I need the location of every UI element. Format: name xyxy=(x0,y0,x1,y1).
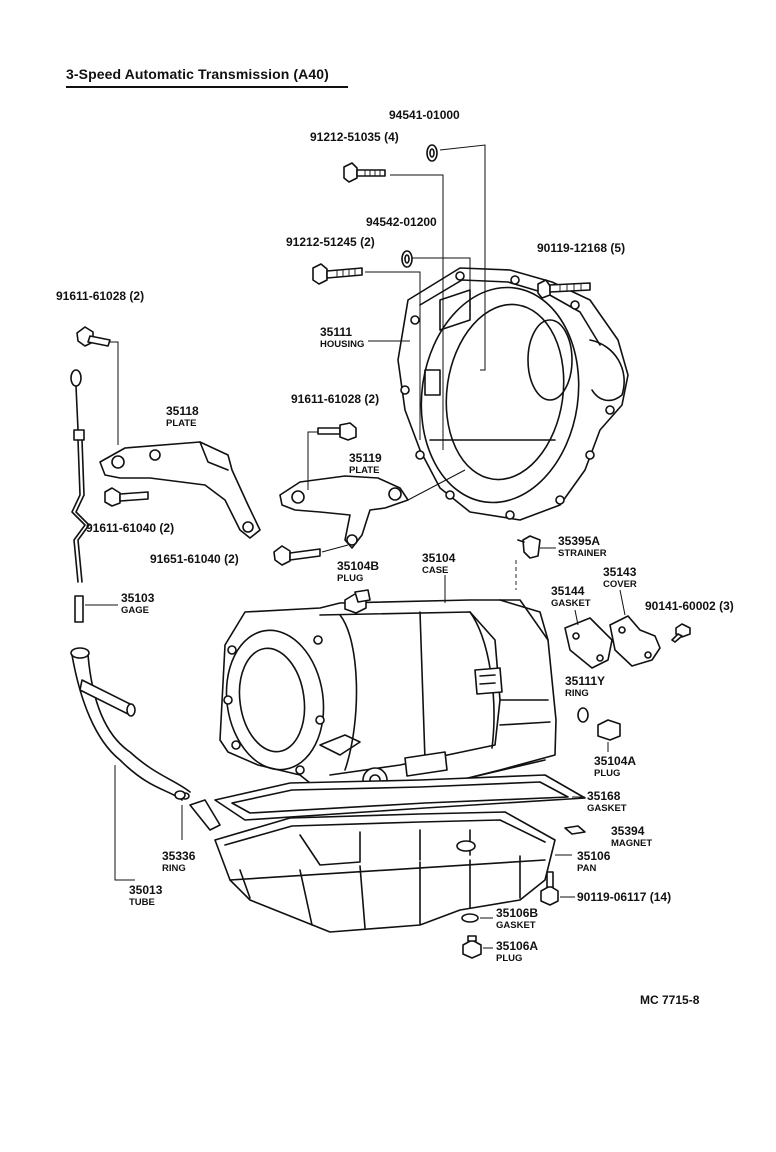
label-35118-name: PLATE xyxy=(166,418,197,429)
label-35168: 35168 xyxy=(587,789,621,803)
bolt-91611-61040-drawing xyxy=(104,487,149,507)
screw-90141-60002-drawing xyxy=(671,623,691,643)
label-35336-name: RING xyxy=(162,863,186,874)
filler-tube-drawing xyxy=(70,647,191,801)
label-35395A-name: STRAINER xyxy=(558,548,607,559)
label-35168-name: GASKET xyxy=(587,803,627,814)
plate-35118-drawing xyxy=(99,441,261,539)
drain-gasket-35106B-drawing xyxy=(461,913,479,923)
bolt-90119-06117-drawing xyxy=(540,871,559,906)
bolt-91651-61040-drawing xyxy=(273,545,321,566)
label-35394: 35394 xyxy=(611,824,645,838)
label-35104-name: CASE xyxy=(422,565,449,576)
diagram-title: 3-Speed Automatic Transmission (A40) xyxy=(66,66,329,82)
dipstick-gage-drawing xyxy=(70,369,90,623)
label-35103-name: GAGE xyxy=(121,605,149,616)
label-35106B: 35106B xyxy=(496,906,539,920)
label-91651-61040: 91651-61040 (2) xyxy=(150,552,239,566)
bolt-91611-61028-left-drawing xyxy=(76,326,111,347)
label-35111-name: HOUSING xyxy=(320,339,365,350)
cover-35143-drawing xyxy=(609,615,661,667)
label-91611-61028-mid: 91611-61028 (2) xyxy=(291,392,380,406)
label-35104: 35104 xyxy=(422,551,456,565)
oil-pan-35106-drawing xyxy=(214,811,556,933)
label-91611-61040: 91611-61040 (2) xyxy=(86,521,175,535)
label-94541-01000: 94541-01000 xyxy=(389,108,460,122)
drain-plug-35106A-drawing xyxy=(462,935,482,959)
drawing-code: MC 7715-8 xyxy=(640,993,700,1007)
label-35119: 35119 xyxy=(349,451,382,465)
plug-35104B-drawing xyxy=(344,589,371,614)
plug-35104A-drawing xyxy=(597,719,621,741)
title-underline xyxy=(66,86,348,88)
label-35394-name: MAGNET xyxy=(611,838,653,849)
label-35119-name: PLATE xyxy=(349,465,380,476)
label-35013: 35013 xyxy=(129,883,163,897)
strainer-35395A-drawing xyxy=(517,535,541,559)
bell-housing-drawing xyxy=(397,267,629,521)
label-35106A: 35106A xyxy=(496,939,539,953)
label-35103: 35103 xyxy=(121,591,155,605)
label-35111Y: 35111Y xyxy=(565,674,606,688)
bolt-90119-12168-drawing xyxy=(537,279,591,299)
plate-35119-drawing xyxy=(279,475,409,549)
label-35106-name: PAN xyxy=(577,863,597,874)
label-35144: 35144 xyxy=(551,584,585,598)
label-35143: 35143 xyxy=(603,565,637,579)
label-35104B: 35104B xyxy=(337,559,380,573)
label-35144-name: GASKET xyxy=(551,598,591,609)
ring-35336-drawing xyxy=(174,790,221,831)
label-90141-60002: 90141-60002 (3) xyxy=(645,599,734,613)
label-35013-name: TUBE xyxy=(129,897,155,908)
label-35118: 35118 xyxy=(166,404,199,418)
washer-94541-01000-drawing xyxy=(426,144,438,162)
label-35143-name: COVER xyxy=(603,579,637,590)
washer-94542-01200-drawing xyxy=(401,250,413,268)
bolt-91212-51245-drawing xyxy=(312,263,363,285)
label-91212-51035: 91212-51035 (4) xyxy=(310,130,399,144)
label-35111: 35111 xyxy=(320,325,353,339)
bolt-91212-51035-drawing xyxy=(343,162,386,183)
gasket-35144-drawing xyxy=(564,617,613,669)
label-94542-01200: 94542-01200 xyxy=(366,215,437,229)
magnet-35394-drawing xyxy=(564,825,586,835)
label-35106A-name: PLUG xyxy=(496,953,523,964)
label-35104B-name: PLUG xyxy=(337,573,364,584)
bolt-91611-61028-mid-drawing xyxy=(317,422,357,441)
label-35336: 35336 xyxy=(162,849,196,863)
label-35104A-name: PLUG xyxy=(594,768,621,779)
label-91212-51245: 91212-51245 (2) xyxy=(286,235,375,249)
pan-gasket-35168-drawing xyxy=(214,774,586,821)
label-91611-61028-left: 91611-61028 (2) xyxy=(56,289,145,303)
label-35106B-name: GASKET xyxy=(496,920,536,931)
label-90119-06117: 90119-06117 (14) xyxy=(577,890,672,904)
label-35395A: 35395A xyxy=(558,534,601,548)
transmission-case-drawing xyxy=(219,599,557,801)
label-35104A: 35104A xyxy=(594,754,637,768)
label-35111Y-name: RING xyxy=(565,688,589,699)
ring-35111Y-drawing xyxy=(577,707,589,723)
label-90119-12168: 90119-12168 (5) xyxy=(537,241,626,255)
label-35106: 35106 xyxy=(577,849,611,863)
